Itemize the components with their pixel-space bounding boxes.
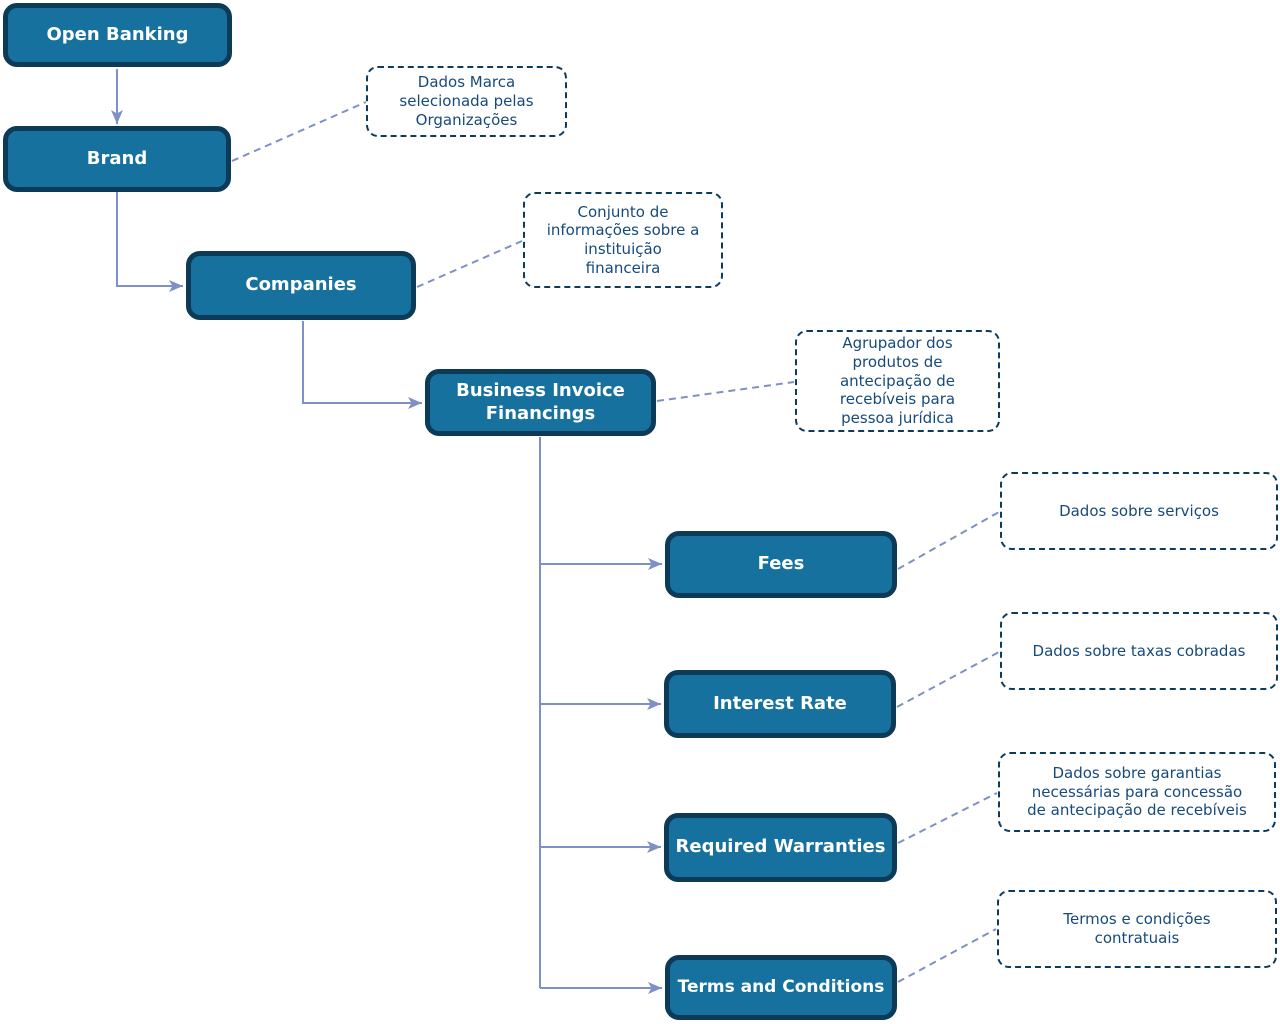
connector-companies-business-invoice-financings <box>302 321 422 409</box>
note-companies: Conjunto de informações sobre a institui… <box>523 192 723 288</box>
note-interest-rate: Dados sobre taxas cobradas <box>1000 612 1278 690</box>
connector-brand-companies <box>116 192 183 292</box>
note-fees: Dados sobre serviços <box>1000 472 1278 550</box>
node-required-warranties: Required Warranties <box>664 813 897 882</box>
node-fees: Fees <box>665 531 897 598</box>
note-connector-required-warranties <box>897 792 998 844</box>
node-brand: Brand <box>3 126 231 192</box>
note-brand: Dados Marca selecionada pelas Organizaçõ… <box>366 66 567 137</box>
note-business-invoice-financings: Agrupador dos produtos de antecipação de… <box>795 330 1000 432</box>
note-connector-companies <box>416 240 523 288</box>
note-connector-business-invoice-financings <box>656 381 795 402</box>
note-required-warranties: Dados sobre garantias necessárias para c… <box>998 752 1276 832</box>
node-interest-rate: Interest Rate <box>664 670 896 738</box>
note-connector-fees <box>897 511 1000 570</box>
node-open-banking: Open Banking <box>3 3 232 67</box>
note-connector-terms-and-conditions <box>897 928 997 983</box>
node-terms-and-conditions: Terms and Conditions <box>665 955 897 1020</box>
note-connector-interest-rate <box>896 651 1000 708</box>
note-terms-and-conditions: Termos e condições contratuais <box>997 890 1277 968</box>
note-connector-brand <box>231 101 367 162</box>
node-business-invoice-financings: Business Invoice Financings <box>425 369 656 436</box>
node-companies: Companies <box>186 251 416 320</box>
